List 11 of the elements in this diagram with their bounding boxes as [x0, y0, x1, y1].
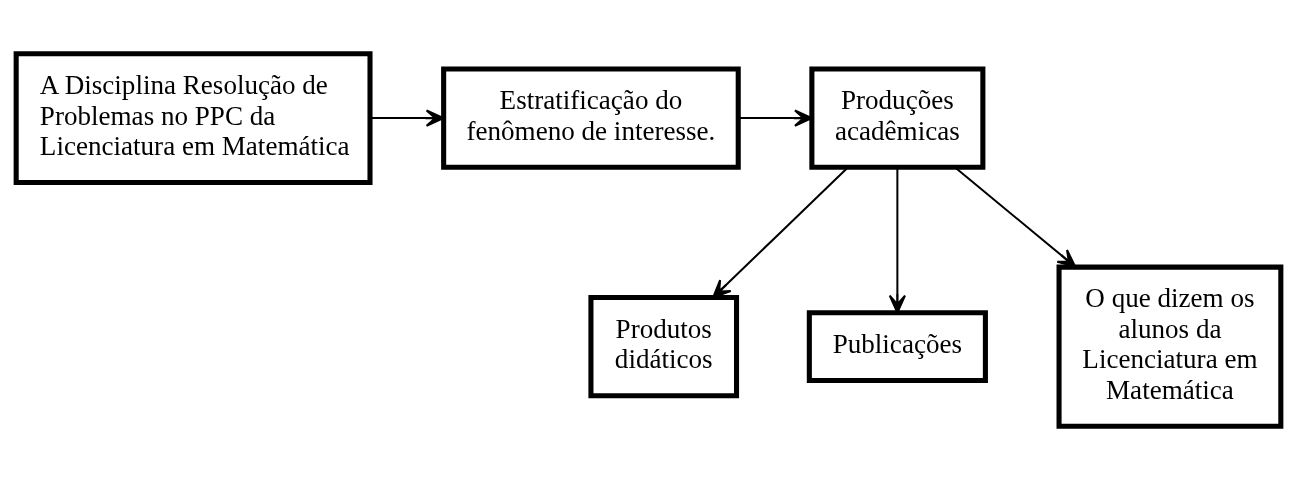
node-box: Estratificação do fenômeno de interesse. — [441, 65, 741, 170]
arrow — [712, 166, 849, 298]
node-box: Produtos didáticos — [588, 294, 740, 398]
arrow — [370, 108, 445, 127]
arrow — [888, 167, 906, 314]
node-box: A Disciplina Resolução de Problemas no PPC da Licenciatura em Matemática — [13, 50, 373, 185]
node-box: Produções acadêmicas — [809, 65, 986, 170]
arrow — [954, 166, 1077, 268]
node-box: O que dizem os alunos da Licenciatura em Matemática — [1056, 264, 1284, 429]
node-box: Publicações — [806, 309, 988, 383]
arrow — [738, 108, 813, 127]
